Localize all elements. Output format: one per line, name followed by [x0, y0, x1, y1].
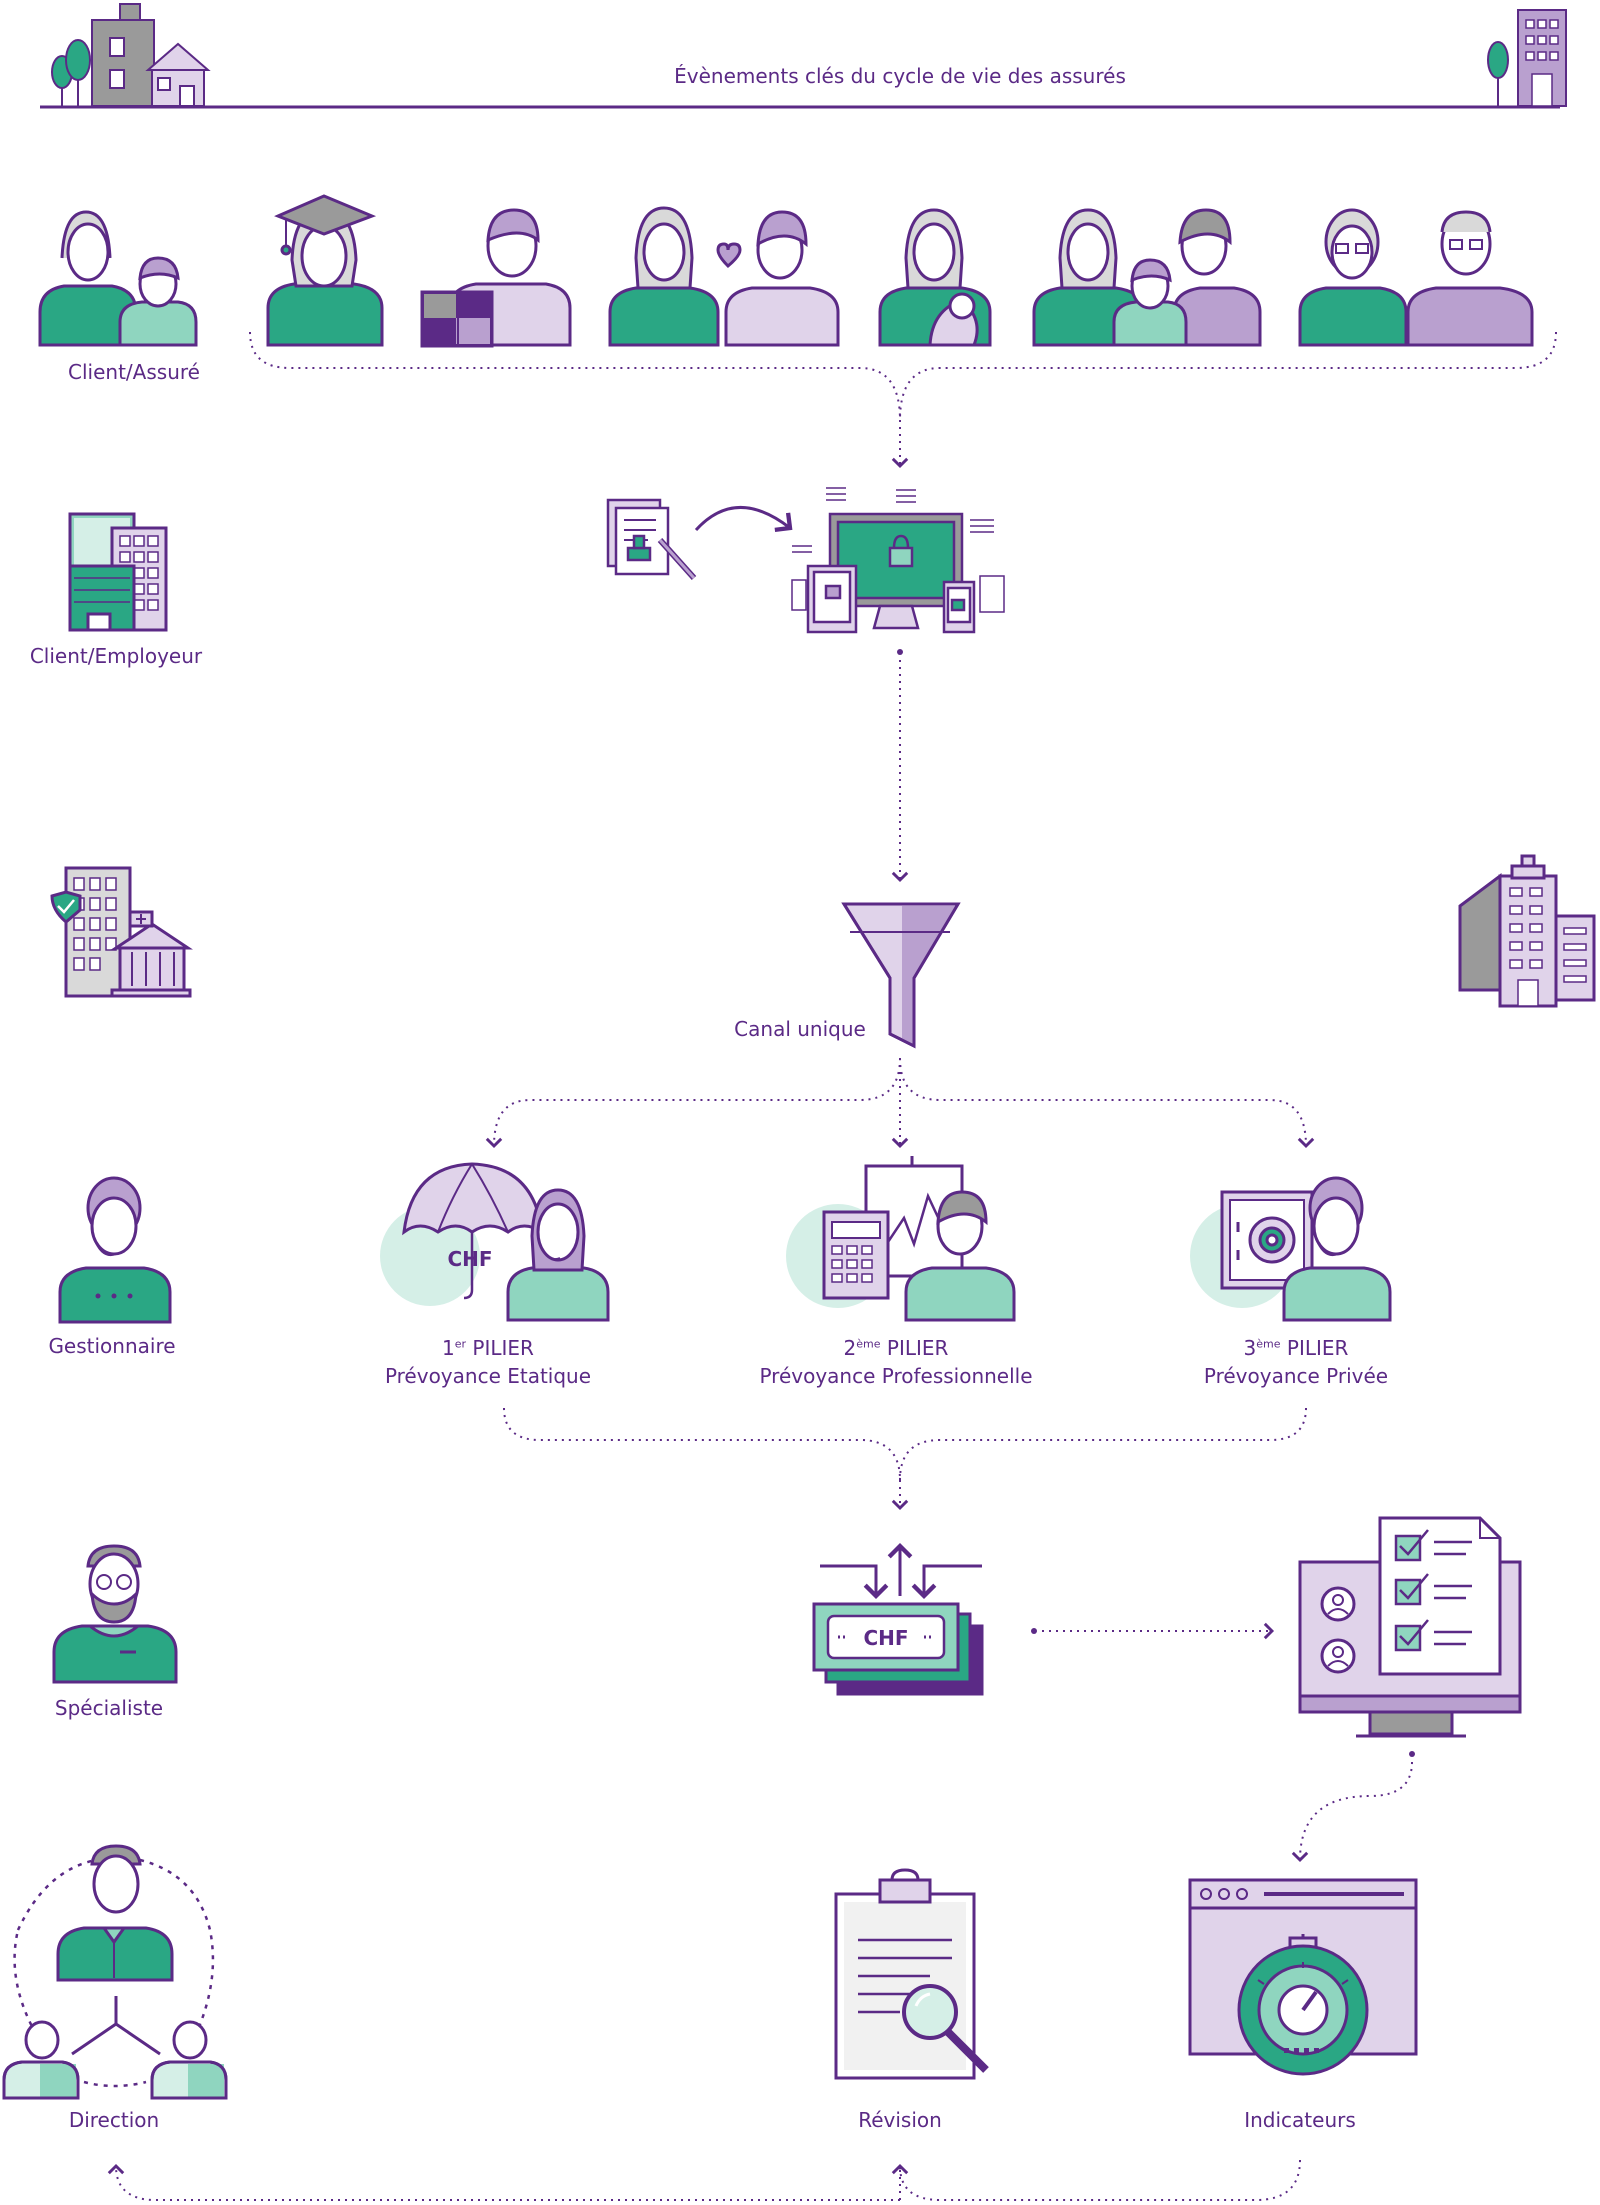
- insurance-institutions-icon: [50, 866, 193, 998]
- document-signing-icon: [606, 498, 697, 581]
- output-label-indicateurs: Indicateurs: [1244, 2108, 1356, 2132]
- pillar-3-suffix: ème: [1256, 1337, 1281, 1351]
- funnel-split-connector: [485, 1057, 1315, 1149]
- output-label-revision: Révision: [858, 2108, 942, 2132]
- graduate-icon: [266, 194, 384, 347]
- city-building-icon: [1487, 9, 1567, 107]
- role-label-client-assure: Client/Assuré: [68, 360, 200, 384]
- pillar-2-word: PILIER: [886, 1336, 949, 1360]
- pillar-1-label: 1er PILIER Prévoyance Etatique: [338, 1334, 638, 1390]
- tower-house-icon: [91, 3, 211, 107]
- seniors-icon: [1298, 208, 1534, 347]
- employer-buildings-icon: [68, 512, 168, 632]
- curved-arrow: [694, 506, 793, 533]
- chf-money-label: CHF: [863, 1626, 908, 1650]
- chf-umbrella-label: CHF: [447, 1247, 492, 1271]
- mother-baby-icon: [878, 208, 992, 347]
- role-label-direction: Direction: [68, 2108, 160, 2132]
- pillar-1-word: PILIER: [472, 1336, 534, 1360]
- pillar-2-suffix: ème: [856, 1337, 881, 1351]
- pillar-2-name: Prévoyance Professionnelle: [759, 1364, 1033, 1388]
- professional-icon: [420, 208, 572, 348]
- channel-label: Canal unique: [734, 1017, 866, 1041]
- pillar-2-ordinal: 2: [843, 1336, 857, 1360]
- pillar-2-label: 2ème PILIER Prévoyance Professionnelle: [716, 1334, 1076, 1390]
- funnel-icon: [841, 902, 961, 1049]
- pillar-3-ordinal: 3: [1243, 1336, 1257, 1360]
- indicators-dashboard-icon: [1188, 1878, 1418, 2076]
- pillar3-safe-icon: [1190, 1176, 1392, 1322]
- pillar-3-name: Prévoyance Privée: [1203, 1364, 1389, 1388]
- pillars-merge-connector: [503, 1407, 1307, 1511]
- pillar2-calculator-chart-icon: [786, 1156, 1016, 1322]
- revision-clipboard-icon: [834, 1868, 989, 2080]
- trees-icon: [51, 39, 91, 106]
- pillar-1-title: 1er PILIER: [338, 1334, 638, 1362]
- money-flow-icon: [812, 1542, 984, 1696]
- company-buildings-icon: [1458, 854, 1596, 1008]
- bottom-feedback-connector: [107, 2159, 1301, 2201]
- pillar-1-ordinal: 1: [442, 1336, 455, 1360]
- people-brace-connector: [249, 331, 1557, 469]
- client-assure-icon: [38, 210, 198, 347]
- specialiste-icon: [52, 1544, 178, 1684]
- device-to-funnel-connector: [891, 649, 909, 883]
- pillar-2-title: 2ème PILIER: [716, 1334, 1076, 1362]
- gestionnaire-icon: [58, 1176, 172, 1324]
- role-label-client-employeur: Client/Employeur: [29, 644, 203, 668]
- header-title: Évènements clés du cycle de vie des assu…: [674, 64, 1126, 88]
- money-to-monitor-connector: [1031, 1622, 1275, 1640]
- role-label-gestionnaire: Gestionnaire: [48, 1334, 176, 1358]
- direction-team-icon: [2, 1844, 228, 2100]
- pillar-3-label: 3ème PILIER Prévoyance Privée: [1146, 1334, 1446, 1390]
- multi-device-icon: [791, 487, 1005, 634]
- couple-icon: [608, 206, 840, 347]
- pillar-3-title: 3ème PILIER: [1146, 1334, 1446, 1362]
- monitor-to-indicators-connector: [1291, 1751, 1415, 1863]
- pillar-3-word: PILIER: [1286, 1336, 1349, 1360]
- pillar1-umbrella-icon: [380, 1162, 610, 1322]
- family-icon: [1032, 208, 1262, 347]
- pillar-1-suffix: er: [454, 1337, 467, 1351]
- checklist-monitor-icon: [1298, 1516, 1522, 1738]
- pillar-1-name: Prévoyance Etatique: [384, 1364, 592, 1388]
- role-label-specialiste: Spécialiste: [54, 1696, 164, 1720]
